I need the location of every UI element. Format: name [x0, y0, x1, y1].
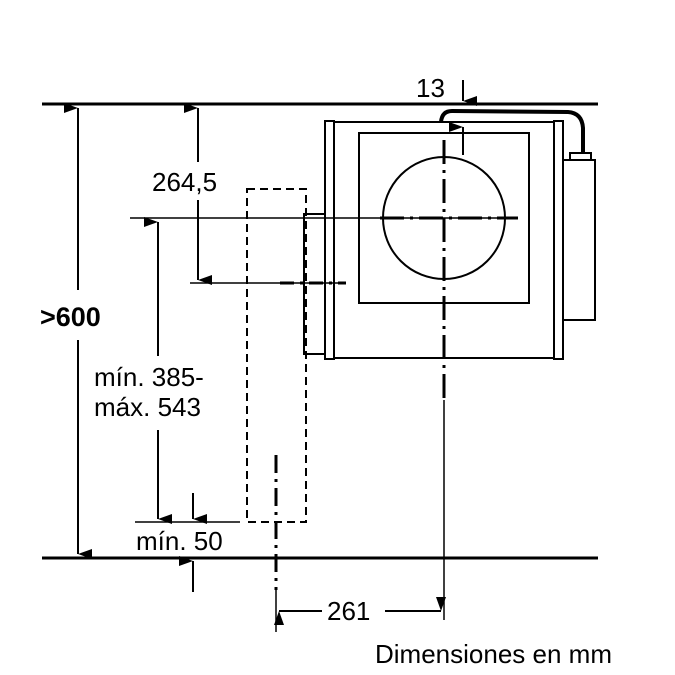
cable [439, 108, 585, 153]
centerlines [130, 140, 518, 632]
units-caption: Dimensiones en mm [375, 639, 612, 669]
label-overall-height: >600 [40, 302, 101, 332]
label-top-gap: 13 [416, 73, 445, 103]
appliance-housing [303, 120, 564, 360]
side-box [562, 152, 596, 321]
label-horizontal-offset: 261 [327, 596, 370, 626]
label-outlet-height: 264,5 [152, 167, 217, 197]
label-range-min: mín. 385- [94, 362, 204, 392]
label-range-max: máx. 543 [94, 392, 201, 422]
label-bottom-min: mín. 50 [136, 526, 223, 556]
dimension-arrows [64, 80, 477, 625]
